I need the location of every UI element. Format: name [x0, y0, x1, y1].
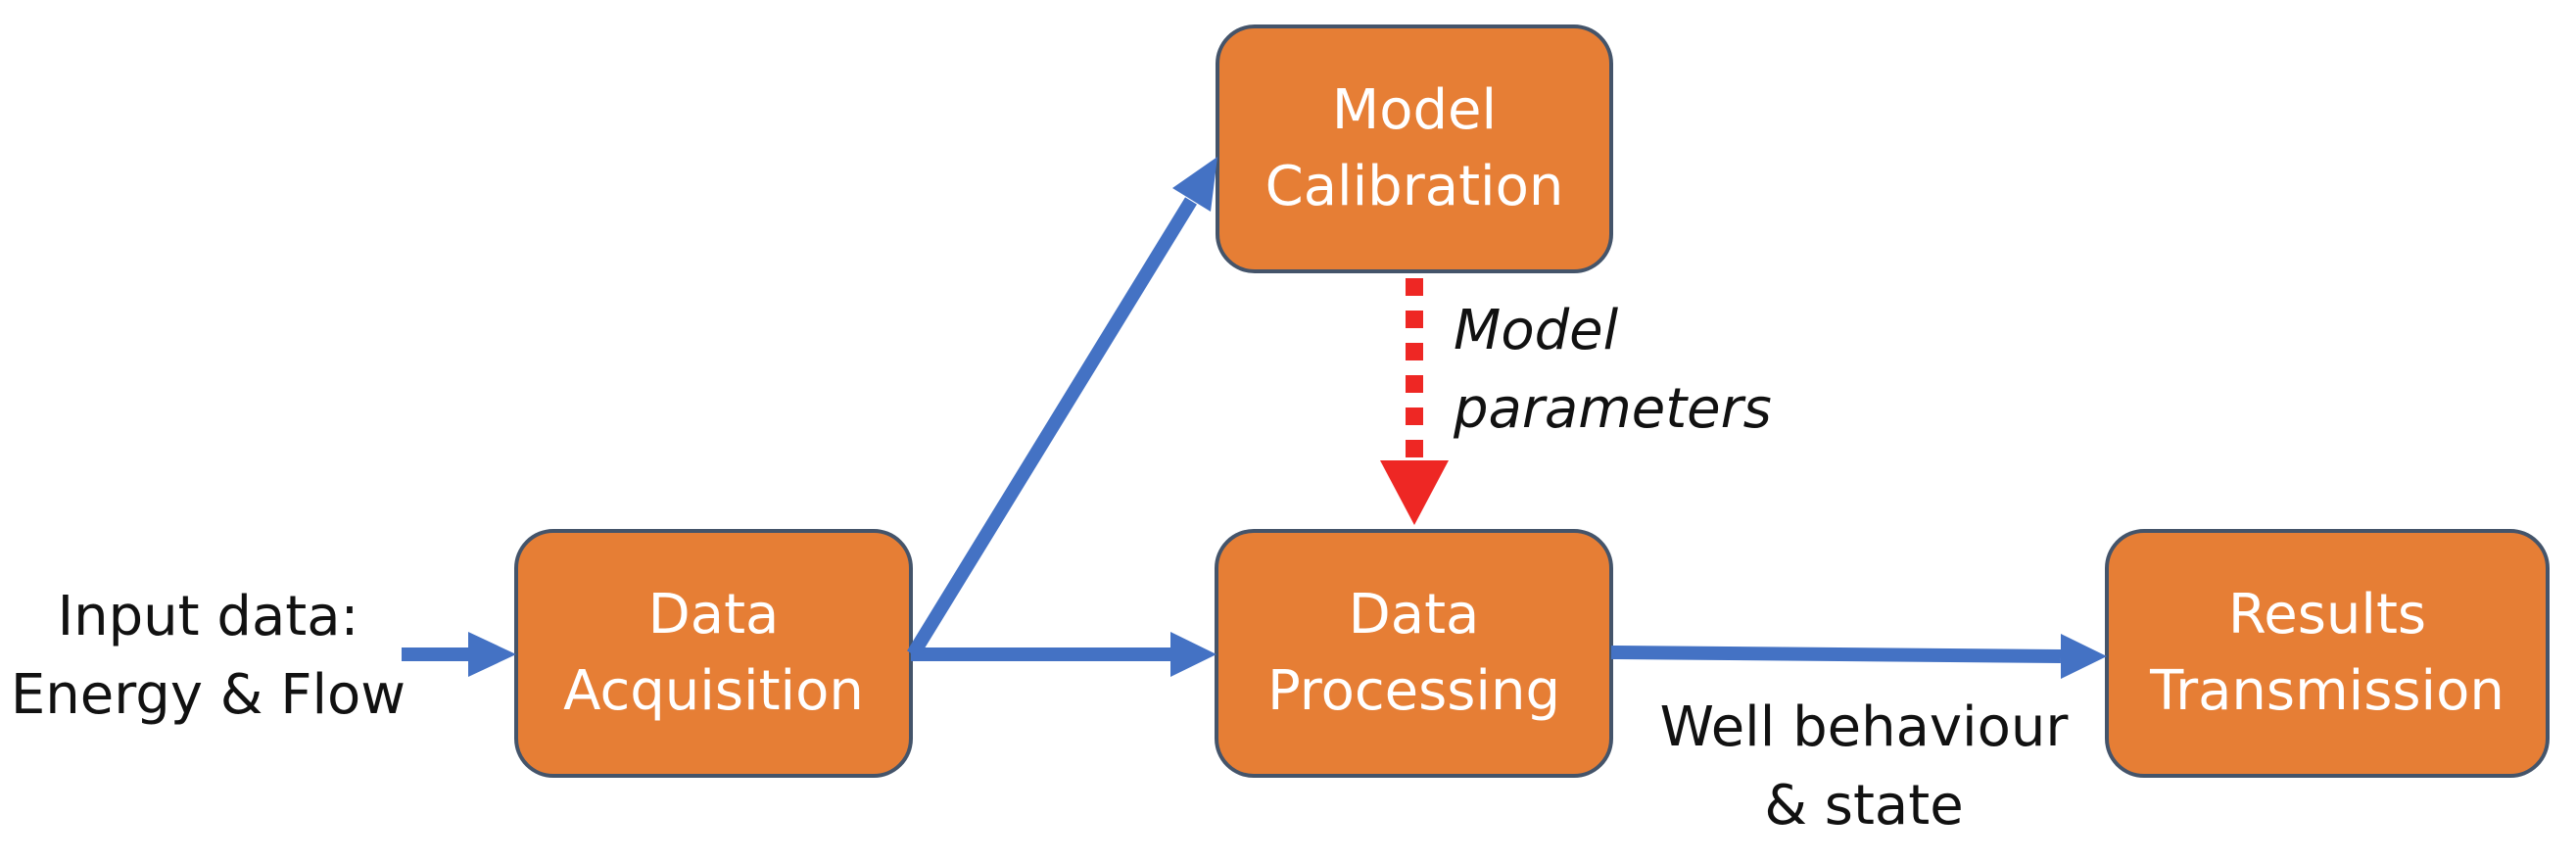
acquisition-to-calibration-arrowhead — [1172, 157, 1217, 212]
results-transmission-label: Results Transmission — [2107, 531, 2548, 776]
input-data-label-line2: Energy & Flow — [10, 663, 406, 727]
data-processing-label-line2: Processing — [1266, 659, 1561, 723]
well-behaviour-label-line1: Well behaviour — [1659, 695, 2069, 759]
data-acquisition-label: Data Acquisition — [516, 531, 911, 776]
processing-to-transmission-arrowhead — [2061, 634, 2107, 679]
model-parameters-label-line2: parameters — [1454, 377, 1772, 441]
model-calibration-box — [1216, 24, 1613, 273]
model-calibration-label: Model Calibration — [1217, 26, 1611, 271]
model-calibration-label-line2: Calibration — [1264, 155, 1564, 218]
acquisition-to-calibration-arrow — [907, 197, 1197, 658]
well-behaviour-label: Well behaviour & state — [1644, 689, 2084, 845]
input-arrowhead — [468, 632, 516, 677]
data-acquisition-label-line1: Data — [647, 583, 780, 647]
results-transmission-label-line1: Results — [2227, 583, 2427, 647]
data-processing-label-line1: Data — [1348, 583, 1480, 647]
processing-to-transmission-arrow — [1610, 646, 2062, 663]
model-calibration-label-line1: Model — [1331, 78, 1498, 142]
data-processing-label: Data Processing — [1216, 531, 1611, 776]
model-parameters-arrowhead — [1380, 460, 1449, 525]
input-data-label-line1: Input data: — [57, 585, 359, 648]
results-transmission-box — [2105, 529, 2550, 778]
model-parameters-label: Model parameters — [1454, 292, 1772, 449]
data-acquisition-label-line2: Acquisition — [563, 659, 864, 723]
results-transmission-label-line2: Transmission — [2150, 659, 2504, 723]
model-parameters-label-line1: Model — [1454, 299, 1619, 362]
input-data-label: Input data: Energy & Flow — [10, 578, 406, 735]
acquisition-to-processing-arrowhead — [1170, 632, 1216, 677]
well-behaviour-label-line2: & state — [1764, 774, 1964, 838]
